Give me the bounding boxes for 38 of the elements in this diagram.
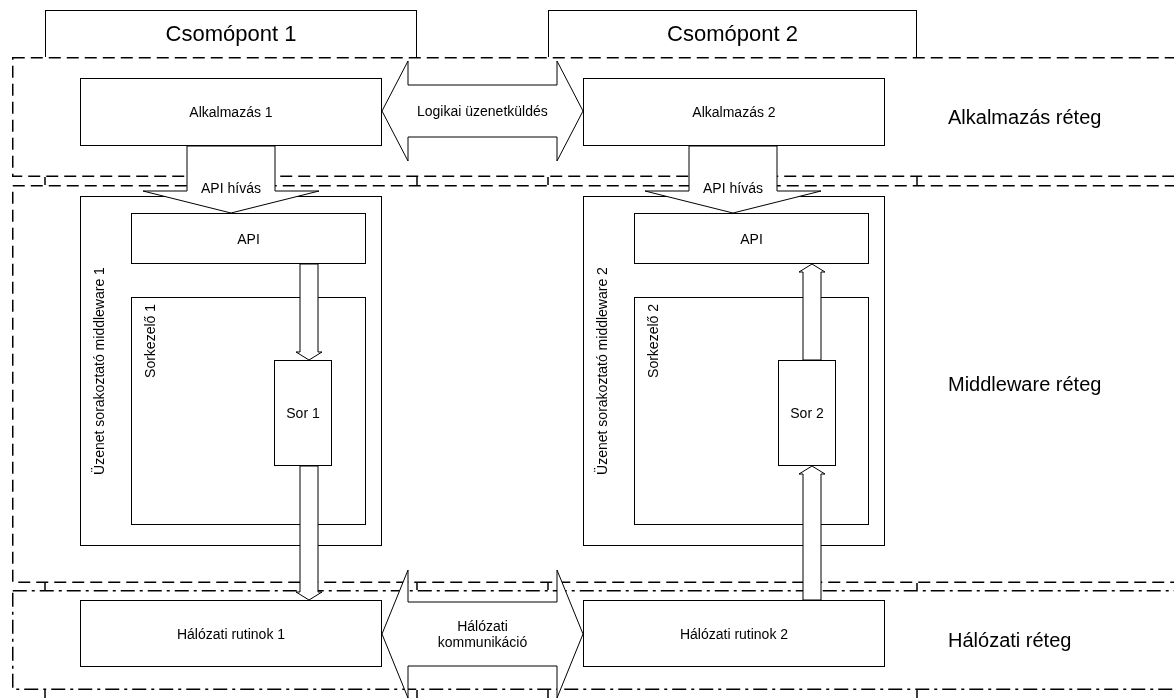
layer-label: Middleware réteg xyxy=(948,372,1102,396)
box-label: API xyxy=(740,230,763,247)
box-label: API xyxy=(237,230,260,247)
process-box xyxy=(274,360,332,466)
process-box xyxy=(583,600,885,667)
layer-band xyxy=(12,590,1174,690)
process-box xyxy=(80,196,382,546)
layer-label: Hálózati réteg xyxy=(948,628,1072,652)
box-label: Hálózati rutinok 2 xyxy=(679,625,789,642)
layer-band xyxy=(12,57,1174,177)
box-label: Alkalmazás 2 xyxy=(692,103,776,121)
process-box xyxy=(583,196,885,546)
process-box xyxy=(131,213,366,264)
box-label: Üzenet sorakoztató middleware 2 xyxy=(594,267,611,475)
process-box xyxy=(778,360,836,466)
box-label: Üzenet sorakoztató middleware 1 xyxy=(91,267,108,475)
layer-label: Alkalmazás réteg xyxy=(948,105,1102,129)
box-label: Hálózati rutinok 1 xyxy=(176,625,286,642)
process-box xyxy=(634,213,869,264)
process-box xyxy=(80,78,382,146)
block-arrow xyxy=(798,263,826,361)
node-title: Csomópont 1 xyxy=(165,21,297,47)
block-arrow xyxy=(295,465,323,601)
node-tab xyxy=(45,10,417,57)
process-box xyxy=(634,297,869,525)
box-label: Alkalmazás 1 xyxy=(189,103,273,121)
block-arrow xyxy=(798,465,826,601)
box-label: Sorkezelő 1 xyxy=(142,304,159,378)
block-arrow xyxy=(295,263,323,361)
process-box xyxy=(80,600,382,667)
node-tab xyxy=(548,10,917,57)
edge-label: Logikai üzenetküldés xyxy=(417,103,548,120)
node-title: Csomópont 2 xyxy=(667,21,798,47)
box-label: Sorkezelő 2 xyxy=(645,304,662,378)
box-label: Sor 2 xyxy=(790,404,824,422)
process-box xyxy=(131,297,366,525)
process-box xyxy=(583,78,885,146)
box-label: Sor 1 xyxy=(286,404,320,422)
